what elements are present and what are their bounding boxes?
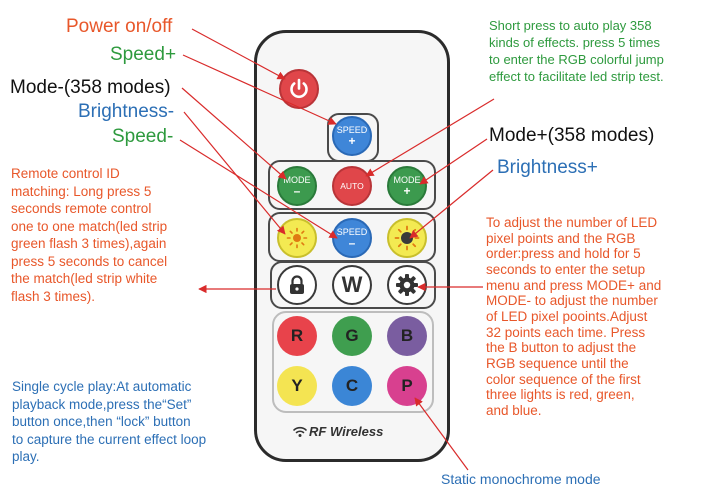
- mode-minus-sign: –: [293, 183, 301, 198]
- brightness-plus-label: Brightness+: [497, 157, 598, 178]
- power-icon: [290, 78, 308, 98]
- setup-description: To adjust the number of LED pixel points…: [486, 215, 662, 418]
- mode-plus-word: MODE: [393, 174, 421, 185]
- lock-icon: [290, 275, 304, 294]
- brightness-minus-button[interactable]: [277, 218, 317, 258]
- speed-minus-button[interactable]: SPEED –: [332, 218, 372, 258]
- speed-plus-sign: +: [348, 133, 356, 148]
- gear-icon: [396, 274, 418, 296]
- power-label: Power on/off: [66, 16, 173, 37]
- cyan-button[interactable]: C: [332, 366, 372, 406]
- yellow-button[interactable]: Y: [277, 366, 317, 406]
- arrow-mode-plus: [419, 138, 488, 185]
- green-button[interactable]: G: [332, 316, 372, 356]
- brightness-minus-label: Brightness-: [78, 101, 175, 122]
- static-mode-label: Static monochrome mode: [441, 471, 601, 487]
- rf-wireless-brand: RF Wireless: [309, 424, 384, 439]
- arrow-speed-minus: [179, 139, 338, 239]
- red-button[interactable]: R: [277, 316, 317, 356]
- speed-minus-label: Speed-: [112, 126, 174, 147]
- function-row-frame: [270, 261, 436, 309]
- speed-minus-word: SPEED: [336, 226, 368, 237]
- arrow-static: [414, 397, 469, 471]
- white-button[interactable]: W: [332, 265, 372, 305]
- wifi-icon: [293, 426, 307, 437]
- white-letter: W: [341, 272, 363, 297]
- sun-icon: [286, 227, 308, 249]
- speed-plus-button[interactable]: SPEED +: [332, 116, 372, 156]
- lock-button[interactable]: [277, 265, 317, 305]
- speed-minus-sign: –: [348, 235, 356, 250]
- mode-plus-sign: +: [403, 183, 411, 198]
- speed-plus-word: SPEED: [336, 124, 368, 135]
- mode-plus-label: Mode+(358 modes): [489, 125, 655, 146]
- arrow-brightness-minus: [183, 111, 286, 235]
- single-cycle-description: Single cycle play:At automatic playback …: [12, 379, 207, 465]
- color-grid-frame: [272, 311, 434, 413]
- arrow-auto: [365, 98, 495, 177]
- mode-plus-button[interactable]: MODE +: [387, 166, 427, 206]
- remote-id-description: Remote control ID matching: Long press 5…: [11, 166, 168, 304]
- mode-minus-label: Mode-(358 modes): [10, 77, 171, 98]
- mode-minus-word: MODE: [283, 174, 311, 185]
- blue-button[interactable]: B: [387, 316, 427, 356]
- arrow-mode-minus: [181, 87, 287, 180]
- speed-plus-label: Speed+: [110, 44, 177, 65]
- arrow-speed-plus: [182, 54, 337, 125]
- auto-button[interactable]: AUTO: [332, 166, 372, 206]
- auto-play-description: Short press to auto play 358 kinds of ef…: [489, 18, 664, 84]
- mode-row-frame: [268, 160, 436, 210]
- arrow-power: [191, 28, 286, 80]
- auto-word: AUTO: [340, 180, 364, 191]
- arrow-brightness-plus: [409, 169, 494, 239]
